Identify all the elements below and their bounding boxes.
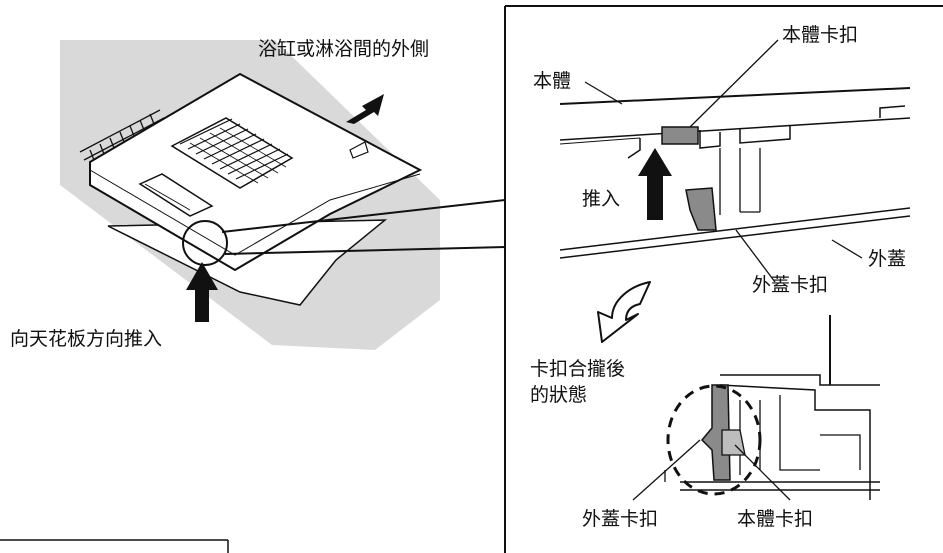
label-cover-clip-top: 外蓋卡扣 xyxy=(752,274,829,296)
label-body: 本體 xyxy=(533,70,572,92)
arrow-up-icon xyxy=(186,262,218,322)
edge-text-fragment: 。 xyxy=(0,490,7,509)
device-slot xyxy=(138,173,214,217)
arrow-outside-icon xyxy=(346,94,384,124)
detail-top-drawing xyxy=(559,39,911,283)
label-state-after: 卡扣合攏後的狀態 xyxy=(530,358,626,406)
label-push-in: 推入 xyxy=(582,188,621,210)
label-cover: 外蓋 xyxy=(868,248,907,270)
label-push-ceiling: 向天花板方向推入 xyxy=(10,328,163,350)
edge-text-fragment: 。 xyxy=(0,474,7,493)
zoom-callout xyxy=(182,199,506,266)
label-outside-side: 浴缸或淋浴間的外側 xyxy=(258,38,430,60)
detail-bottom-drawing xyxy=(632,315,880,501)
curved-arrow-icon xyxy=(597,281,651,343)
vent-grille xyxy=(170,117,294,189)
arrow-push-in-icon xyxy=(638,148,672,220)
detail-panel xyxy=(504,5,943,553)
bottom-frame xyxy=(0,539,229,553)
label-cover-clip-bottom: 外蓋卡扣 xyxy=(582,508,659,530)
label-body-clip-bottom: 本體卡扣 xyxy=(737,508,814,530)
label-body-clip-top: 本體卡扣 xyxy=(782,24,859,46)
